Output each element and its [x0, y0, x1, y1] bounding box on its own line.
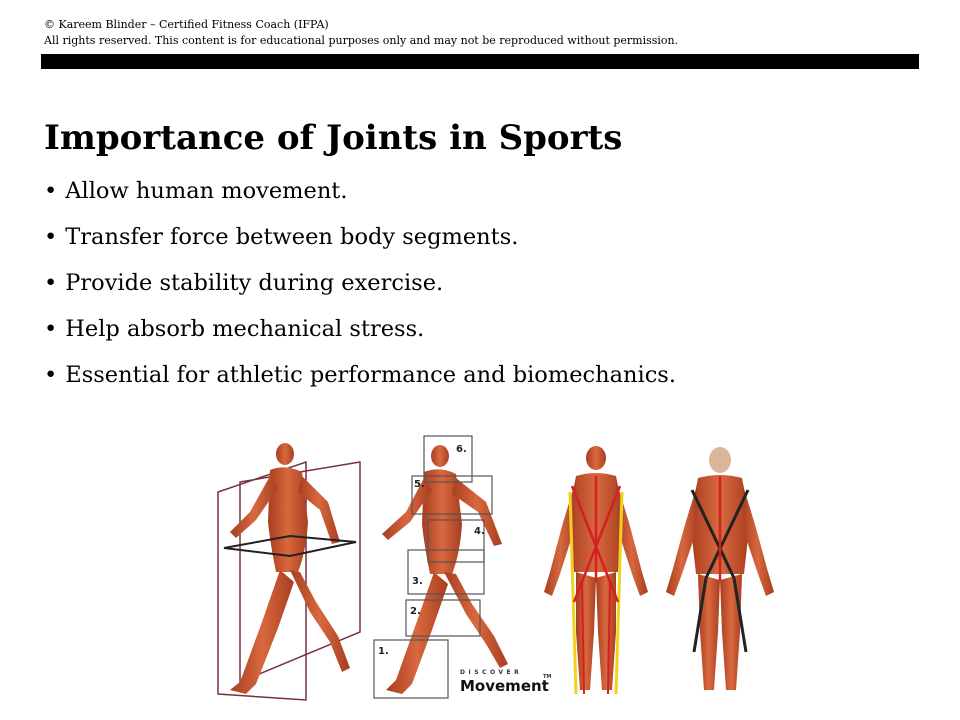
- joint-label-1: 1.: [378, 646, 389, 657]
- logo-main-text: Movement: [460, 677, 549, 695]
- joint-label-5: 5.: [414, 479, 425, 490]
- black-line-back-1: [690, 489, 736, 579]
- discover-movement-logo: DISCOVER Movement TM: [460, 669, 551, 695]
- bullet-item: Allow human movement.: [44, 176, 676, 206]
- frontal-plane: [239, 461, 361, 684]
- bullet-list: Allow human movement. Transfer force bet…: [44, 176, 676, 406]
- anatomy-illustration: 6. 5. 4. 3. 2. 1. DISCOVER Movement TM: [217, 435, 774, 701]
- joint-box-4: [427, 519, 485, 563]
- copyright-line: © Kareem Blinder – Certified Fitness Coa…: [44, 18, 329, 31]
- black-line-leg-2: [732, 577, 748, 653]
- bullet-item: Essential for athletic performance and b…: [44, 360, 676, 390]
- slide-title: Importance of Joints in Sports: [44, 118, 623, 158]
- anatomy-figure: 6. 5. 4. 3. 2. 1. DISCOVER Movement TM: [210, 432, 790, 702]
- joint-box-2: [405, 599, 481, 637]
- joint-box-6: [423, 435, 473, 483]
- red-line-leg-right: [607, 581, 611, 695]
- black-line-leg-1: [692, 577, 708, 653]
- joint-box-3: [407, 549, 485, 595]
- transverse-plane: [223, 534, 357, 558]
- posterior-body-figure: [666, 447, 774, 690]
- header-divider-bar: [41, 54, 919, 69]
- runner-joints-figure: 6. 5. 4. 3. 2. 1. DISCOVER Movement TM: [373, 435, 551, 699]
- joint-box-5: [411, 475, 493, 515]
- rights-line: All rights reserved. This content is for…: [44, 34, 679, 47]
- yellow-line-left: [568, 491, 578, 695]
- joint-label-3: 3.: [412, 576, 423, 587]
- logo-tm: TM: [543, 674, 551, 680]
- copyright-header: © Kareem Blinder – Certified Fitness Coa…: [44, 17, 678, 49]
- joint-label-6: 6.: [456, 444, 467, 455]
- bullet-item: Transfer force between body segments.: [44, 222, 676, 252]
- joint-label-2: 2.: [410, 606, 421, 617]
- logo-top-text: DISCOVER: [460, 669, 522, 676]
- anterior-body-figure: [544, 446, 648, 695]
- joint-label-4: 4.: [474, 526, 485, 537]
- red-line-leg-left: [581, 581, 585, 695]
- joint-box-1: [373, 639, 449, 699]
- runner-planes-figure: [217, 443, 361, 701]
- bullet-item: Help absorb mechanical stress.: [44, 314, 676, 344]
- bullet-item: Provide stability during exercise.: [44, 268, 676, 298]
- black-line-back-2: [704, 489, 750, 579]
- yellow-line-right: [614, 491, 624, 695]
